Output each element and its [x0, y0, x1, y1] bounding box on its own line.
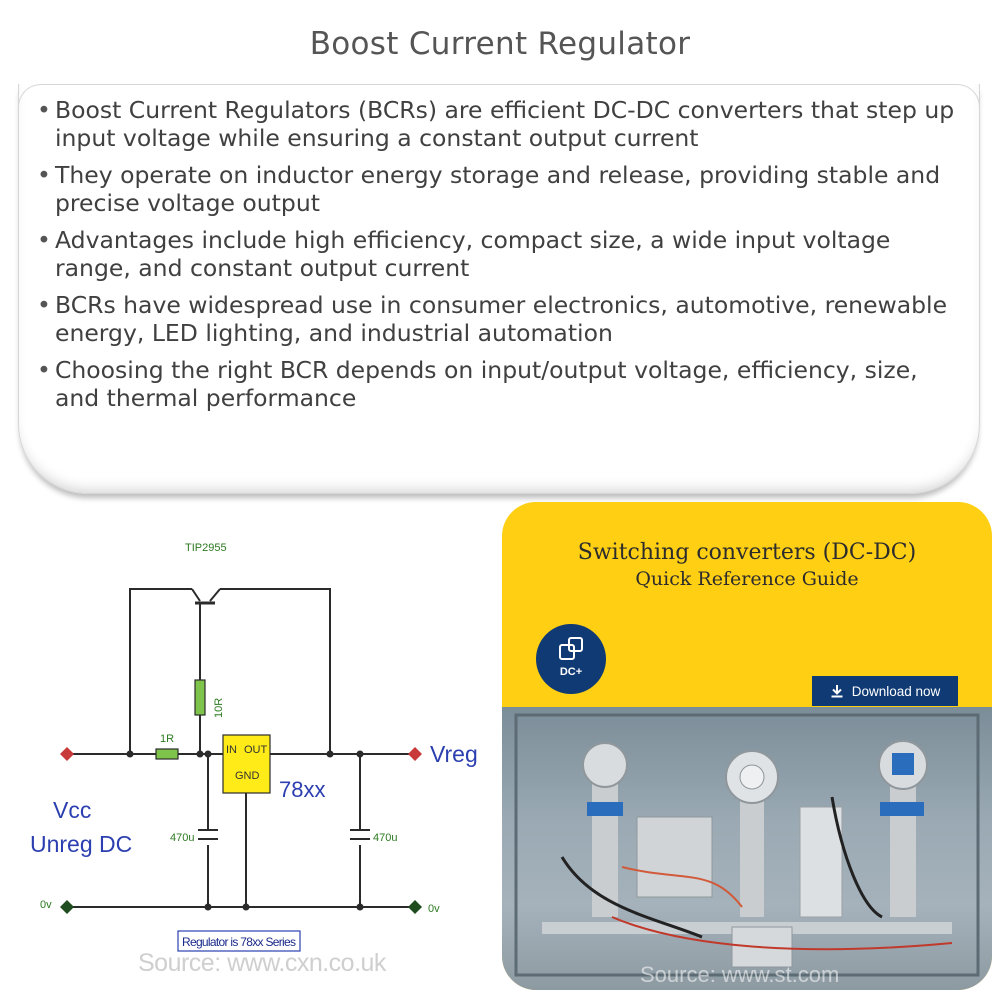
note-label: Regulator is 78xx Series	[182, 935, 296, 949]
terminal-ground-left	[60, 900, 74, 914]
equipment-illustration	[514, 713, 980, 977]
resistor-series-label: 1R	[160, 733, 174, 745]
input-label-vcc: Vcc	[53, 797, 91, 823]
regulator-out-label: OUT	[244, 744, 268, 756]
transistor-label: TIP2955	[185, 542, 227, 554]
note-box	[177, 930, 301, 952]
download-icon	[831, 685, 843, 698]
regulator-gnd-label: GND	[235, 770, 260, 782]
equipment-photo	[502, 707, 992, 990]
cap-left-label: 470u	[170, 832, 194, 844]
st-ad-panel[interactable]: Switching converters (DC-DC) Quick Refer…	[502, 502, 992, 990]
bullet-item: Boost Current Regulators (BCRs) are effi…	[33, 96, 963, 152]
terminal-vreg	[408, 747, 422, 761]
terminal-ground-right	[408, 900, 422, 914]
ground-left-label: 0v	[40, 899, 52, 911]
output-label-vreg: Vreg	[430, 741, 478, 767]
ad-title: Switching converters (DC-DC)	[577, 540, 917, 565]
bullet-item: They operate on inductor energy storage …	[33, 161, 963, 217]
regulator-name-label: 78xx	[279, 777, 325, 802]
download-now-label: Download now	[851, 683, 941, 699]
regulator-block	[222, 734, 271, 794]
resistor-1r	[155, 748, 179, 760]
resistor-10r	[194, 679, 206, 716]
regulator-in-label: IN	[226, 744, 237, 756]
resistor-top-label: 10R	[213, 698, 225, 718]
bullet-item: Choosing the right BCR depends on input/…	[33, 356, 963, 412]
converter-icon	[559, 637, 583, 660]
page-title: Boost Current Regulator	[309, 26, 691, 62]
circuit-schematic: TIP2955 10R 1R IN OUT GND 78xx Vcc Unreg…	[30, 542, 478, 952]
ground-right-label: 0v	[428, 903, 440, 915]
download-now-button[interactable]: Download now	[812, 676, 958, 706]
bullet-item: BCRs have widespread use in consumer ele…	[33, 291, 963, 347]
summary-card: Boost Current Regulators (BCRs) are effi…	[18, 84, 980, 494]
bullet-list: Boost Current Regulators (BCRs) are effi…	[33, 96, 963, 421]
dc-badge-label: DC+	[559, 666, 583, 678]
ad-source: Source: www.st.com	[640, 962, 840, 987]
bullet-item: Advantages include high efficiency, comp…	[33, 226, 963, 282]
terminal-vcc	[60, 747, 74, 761]
dc-badge: DC+	[536, 624, 606, 694]
circuit-source: Source: www.cxn.co.uk	[138, 949, 386, 977]
input-label-unreg: Unreg DC	[30, 831, 132, 857]
ad-subtitle: Quick Reference Guide	[635, 568, 859, 590]
cap-right-label: 470u	[373, 832, 397, 844]
circuit-diagram: TIP2955 10R 1R IN OUT GND 78xx Vcc Unreg…	[20, 525, 490, 985]
